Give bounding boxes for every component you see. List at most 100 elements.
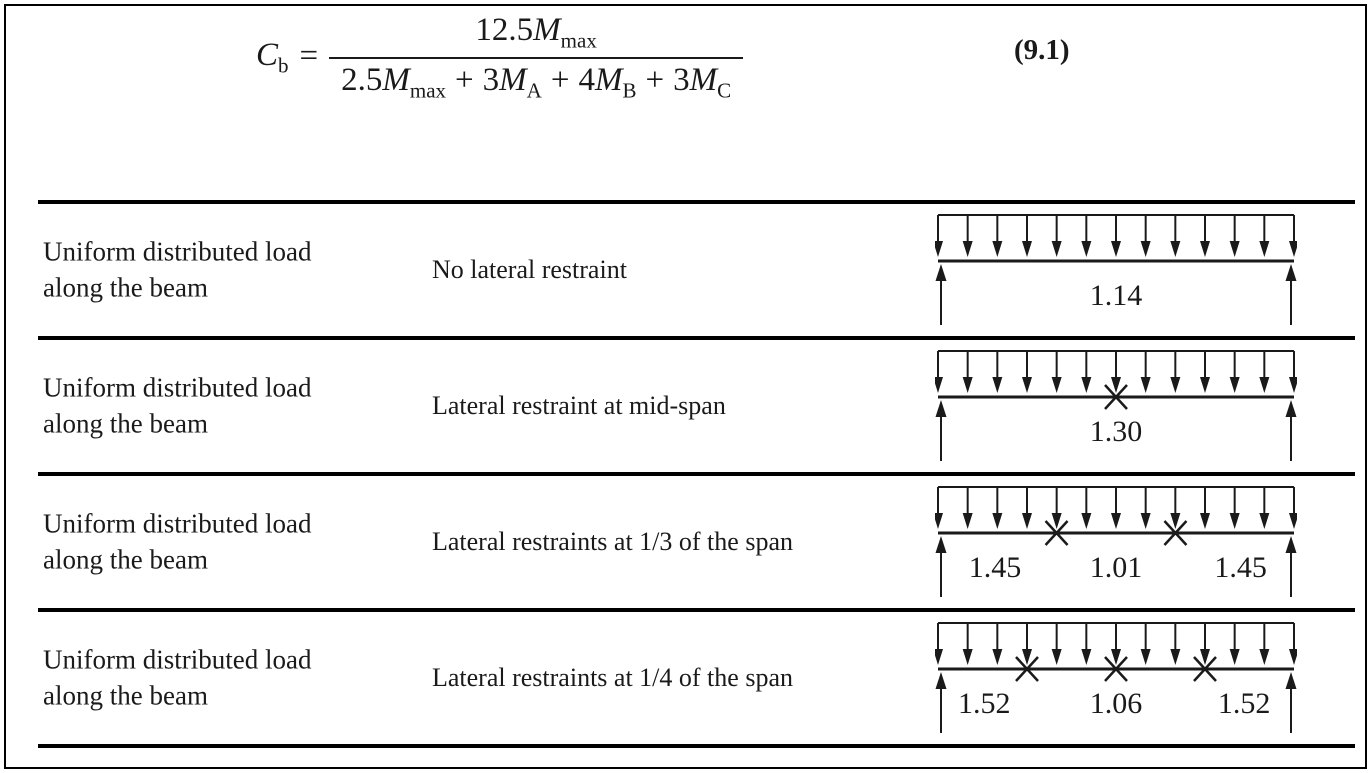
restraint-x-mark — [1015, 656, 1039, 682]
load-arrow-head — [1200, 241, 1210, 257]
load-arrow-head — [1229, 377, 1240, 393]
cb-value-label: 1.45 — [969, 551, 1022, 584]
numerator-variable: M — [533, 12, 561, 48]
term-subscript: max — [409, 78, 447, 103]
cb-value-label: 1.01 — [1090, 551, 1143, 584]
term-coefficient: 2.5 — [341, 61, 383, 98]
load-arrow-head — [992, 649, 1003, 665]
load-arrow-head — [1259, 649, 1270, 665]
cb-value-label: 1.06 — [1090, 687, 1143, 720]
load-arrow-head — [1200, 649, 1210, 665]
load-arrow-head — [1111, 649, 1121, 665]
cb-value-label: 1.30 — [1090, 415, 1143, 448]
restraint-x-mark — [1104, 384, 1128, 410]
cb-subscript: b — [278, 53, 289, 78]
support-arrow-head — [935, 264, 947, 281]
load-arrow-head — [1081, 649, 1092, 665]
load-arrow-head — [1289, 513, 1297, 529]
denominator-term: +3MA — [446, 61, 542, 101]
support-arrow-head — [935, 672, 947, 689]
load-arrow-head — [1259, 513, 1270, 529]
load-arrow-head — [1229, 513, 1240, 529]
restraint-x-mark — [1163, 520, 1188, 546]
support-arrow-head — [1285, 400, 1297, 417]
load-arrow-head — [1051, 513, 1062, 529]
load-arrow-head — [1170, 513, 1181, 529]
load-arrow-head — [992, 377, 1003, 393]
load-arrow-head — [962, 513, 973, 529]
load-description: Uniform distributed load along the beam — [43, 644, 312, 710]
load-arrow-head — [1051, 377, 1062, 393]
load-arrow-head — [1111, 377, 1121, 393]
support-arrow-head — [1285, 672, 1297, 689]
plus-operator: + — [645, 61, 665, 98]
load-arrow-head — [1140, 513, 1151, 529]
beam-diagram: 1.45 1.01 1.45 — [935, 486, 1297, 597]
load-arrow-head — [1200, 377, 1210, 393]
numerator-subscript: max — [560, 28, 597, 53]
load-arrow-head — [1289, 241, 1297, 257]
load-description: Uniform distributed load along the beam — [43, 372, 312, 438]
denominator-term: 2.5Mmax — [341, 61, 446, 101]
restraint-description: Lateral restraints at 1/4 of the span — [432, 663, 793, 692]
load-arrow-head — [1022, 377, 1032, 393]
load-arrow-head — [1140, 377, 1151, 393]
load-arrow-head — [1200, 513, 1210, 529]
load-arrow-head — [1051, 649, 1062, 665]
table-row: Uniform distributed load along the beam … — [38, 204, 1355, 340]
load-arrow-head — [1229, 649, 1240, 665]
load-arrow-head — [935, 241, 943, 257]
load-description: Uniform distributed load along the beam — [43, 236, 312, 302]
support-arrow-head — [935, 400, 947, 417]
cb-symbol: C — [256, 36, 279, 73]
load-arrow-head — [1140, 241, 1151, 257]
support-arrow-head — [1285, 264, 1297, 281]
load-arrow-head — [1170, 241, 1181, 257]
restraint-description: Lateral restraint at mid-span — [432, 391, 726, 420]
beam-diagram: 1.30 — [935, 350, 1297, 461]
load-arrow-head — [962, 649, 973, 665]
support-arrow-head — [1285, 536, 1297, 553]
load-arrow-head — [1081, 241, 1092, 257]
cb-value-label: 1.14 — [1090, 279, 1143, 312]
load-arrow-head — [1229, 241, 1240, 257]
restraint-description: No lateral restraint — [432, 255, 627, 284]
plus-operator: + — [455, 61, 474, 98]
load-arrow-head — [1289, 377, 1297, 393]
restraint-description: Lateral restraints at 1/3 of the span — [432, 527, 793, 556]
load-arrow-head — [935, 377, 943, 393]
numerator-coefficient: 12.5 — [475, 12, 534, 48]
load-arrow-head — [1289, 649, 1297, 665]
load-arrow-head — [1081, 513, 1092, 529]
fraction-numerator: 12.5Mmax — [467, 12, 604, 57]
equation-number: (9.1) — [1014, 34, 1070, 66]
load-arrow-head — [1081, 377, 1092, 393]
load-arrow-head — [1022, 513, 1032, 529]
load-arrow-head — [962, 241, 973, 257]
restraint-x-mark — [1193, 656, 1217, 682]
load-arrow-head — [1111, 241, 1121, 257]
load-arrow-head — [935, 513, 943, 529]
term-variable: M — [594, 61, 623, 98]
load-arrow-head — [1170, 377, 1181, 393]
term-variable: M — [382, 61, 410, 98]
load-arrow-head — [1051, 241, 1062, 257]
term-variable: M — [499, 61, 527, 98]
cb-value-label: 1.52 — [1218, 687, 1271, 720]
fraction-denominator: 2.5Mmax+3MA+4MB+3MC — [329, 56, 744, 102]
load-arrow-head — [1022, 649, 1032, 665]
denominator-term: +3MC — [636, 61, 731, 101]
load-description: Uniform distributed load along the beam — [43, 508, 312, 574]
cb-factors-table: Uniform distributed load along the beam … — [38, 200, 1355, 748]
table-row: Uniform distributed load along the beam … — [38, 476, 1355, 612]
cb-value-label: 1.52 — [958, 687, 1011, 720]
load-arrow-head — [1259, 241, 1270, 257]
beam-diagram: 1.14 — [935, 214, 1297, 325]
load-arrow-head — [1111, 513, 1121, 529]
load-arrow-head — [962, 377, 973, 393]
cb-value-label: 1.45 — [1214, 551, 1267, 584]
fraction: 12.5Mmax 2.5Mmax+3MA+4MB+3MC — [329, 12, 744, 102]
restraint-x-mark — [1044, 520, 1069, 546]
load-arrow-head — [992, 513, 1003, 529]
support-arrow-head — [935, 536, 947, 553]
